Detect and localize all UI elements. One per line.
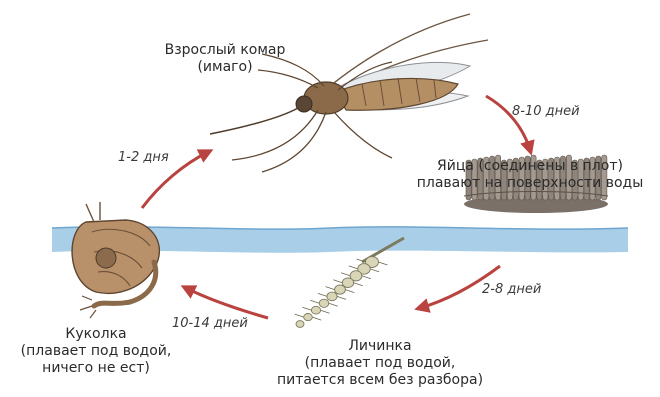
- larva-segment: [311, 306, 320, 314]
- duration-adult-to-eggs: 8-10 дней: [512, 104, 580, 119]
- label-adult: Взрослый комар (имаго): [150, 42, 300, 76]
- larva-segment: [319, 299, 329, 307]
- larva-segment: [296, 321, 304, 328]
- duration-eggs-to-larva: 2-8 дней: [482, 282, 541, 297]
- larva-segment: [304, 314, 313, 321]
- larva-segment: [335, 285, 346, 294]
- adult-mosquito-illustration: [210, 14, 488, 172]
- arrow-larva-to-pupa: [186, 288, 268, 318]
- label-pupa: Куколка (плавает под водой, ничего не ес…: [6, 326, 186, 377]
- larva-segment: [327, 292, 337, 301]
- duration-pupa-to-adult: 1-2 дня: [118, 150, 169, 165]
- label-larva: Личинка (плавает под водой, питается все…: [250, 338, 510, 389]
- duration-larva-to-pupa: 10-14 дней: [172, 316, 248, 331]
- label-eggs: Яйца (соединены в плот) плавают на повер…: [400, 158, 660, 192]
- pupa-illustration: [72, 202, 159, 318]
